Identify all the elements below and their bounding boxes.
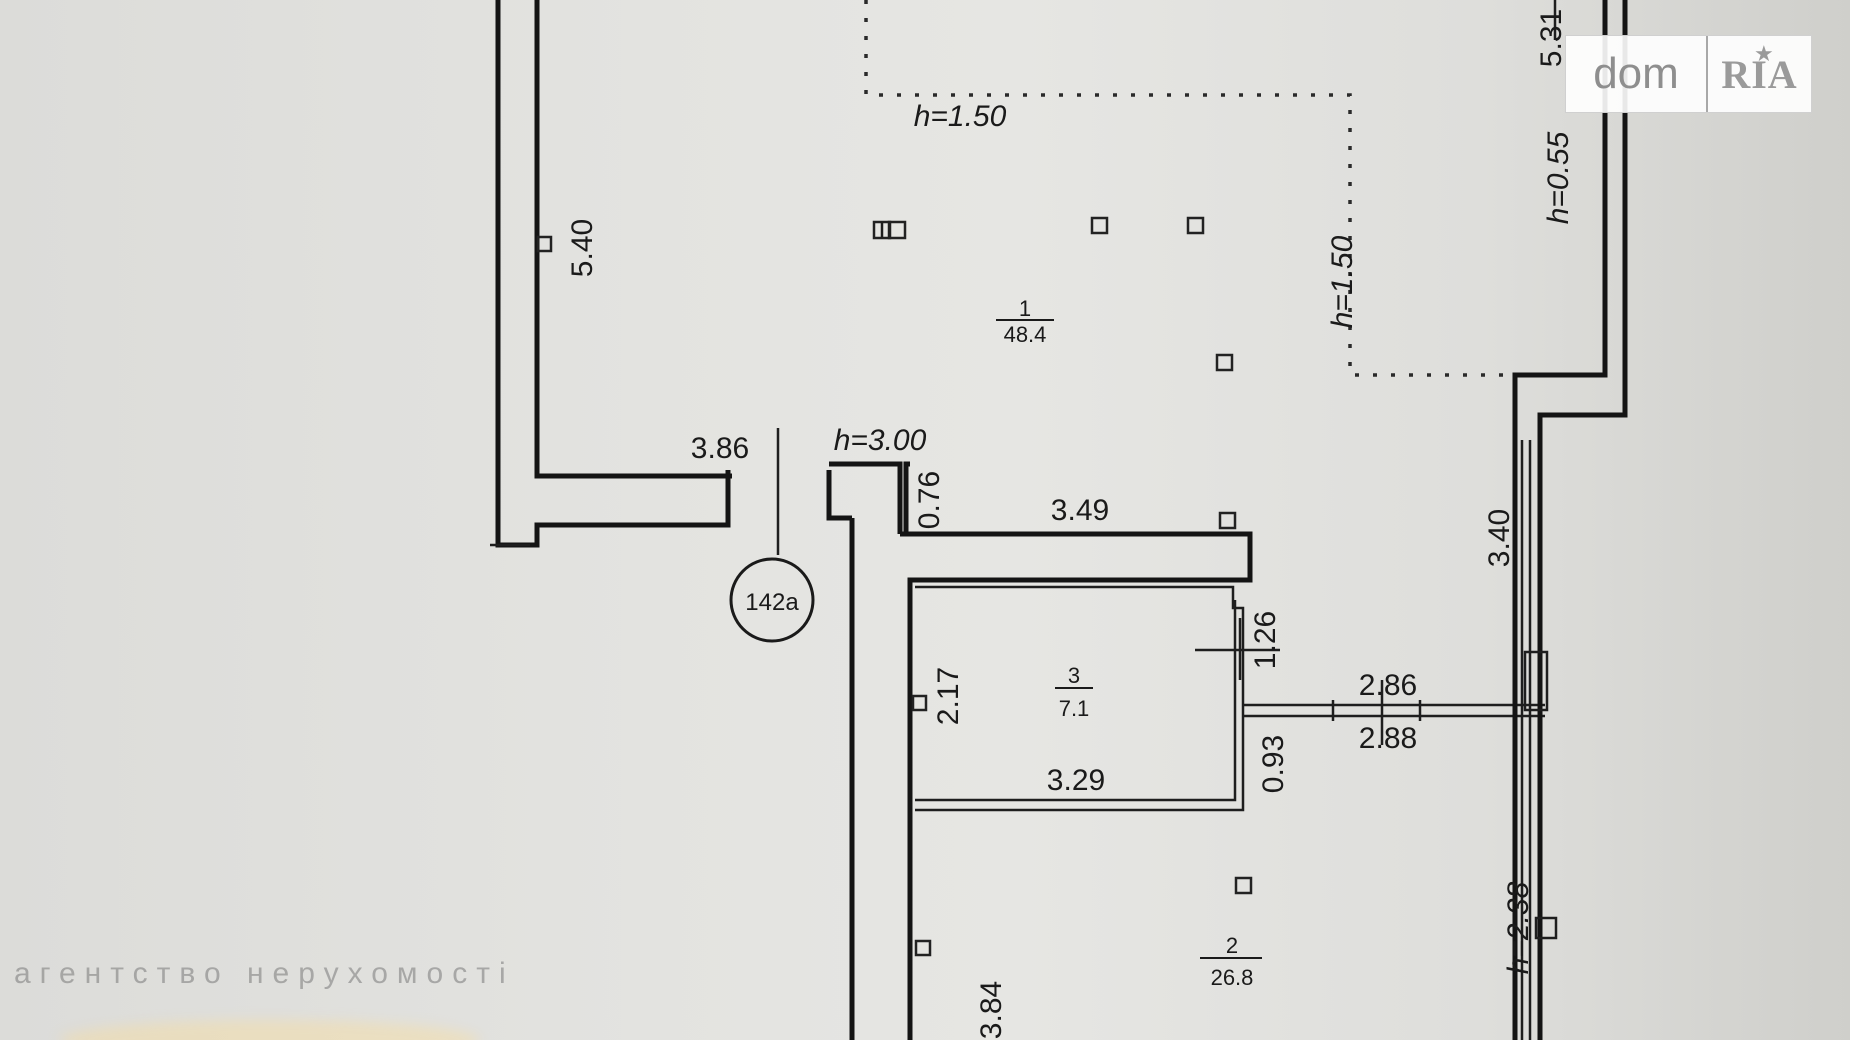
dim-h-1-50-side: h=1.50	[1326, 235, 1359, 328]
dim-3-84: 3.84	[975, 981, 1008, 1039]
dim-0-76: 0.76	[913, 471, 946, 529]
logo-dom-text: dom	[1566, 36, 1708, 112]
dim-2-88: 2.88	[1359, 722, 1417, 755]
room-2-number: 2	[1226, 933, 1238, 958]
dim-h-2-38: h=2.38	[1502, 881, 1535, 974]
section-circle	[729, 557, 815, 643]
dim-3-49: 3.49	[1051, 494, 1109, 527]
sockets	[536, 216, 1253, 957]
room-1-number: 1	[1019, 296, 1031, 321]
dim-3-86: 3.86	[691, 432, 749, 465]
dim-5-40: 5.40	[566, 219, 599, 277]
room-3-area: 7.1	[1059, 696, 1090, 721]
room-2-area: 26.8	[1211, 965, 1254, 990]
room-3-partition	[915, 585, 1545, 812]
room-1-area: 48.4	[1004, 322, 1047, 347]
door-opening	[826, 461, 903, 534]
dim-2-86: 2.86	[1359, 669, 1417, 702]
dim-3-29: 3.29	[1047, 764, 1105, 797]
dim-5-31: 5.31	[1535, 9, 1568, 67]
right-wall	[1512, 0, 1628, 1040]
dim-2-17: 2.17	[932, 667, 965, 725]
dim-h-3-00: h=3.00	[834, 424, 927, 457]
dim-3-40: 3.40	[1483, 509, 1516, 567]
dim-h-1-50-top: h=1.50	[914, 100, 1007, 133]
dim-1-26: 1.26	[1249, 611, 1282, 669]
room-2-label: 2 26.8	[1200, 933, 1262, 990]
room-1-label: 1 48.4	[996, 296, 1054, 347]
lowered-ceiling-outline	[864, 0, 1515, 377]
star-icon: ★	[1754, 42, 1774, 67]
agency-logo-fragment	[60, 1020, 480, 1040]
dim-0-93: 0.93	[1257, 735, 1290, 793]
logo-ria: ★ RIA	[1708, 36, 1811, 112]
corridor-wall	[849, 461, 1253, 1040]
section-label: 142a	[745, 589, 799, 616]
agency-watermark: агентство нерухомості	[14, 957, 515, 990]
room-3-number: 3	[1068, 663, 1080, 688]
domria-logo[interactable]: dom ★ RIA	[1565, 35, 1812, 113]
left-wall	[490, 0, 732, 548]
logo-ria-text: RIA	[1721, 51, 1798, 97]
room-3-label: 3 7.1	[1055, 663, 1093, 721]
dim-h-0-55: h=0.55	[1542, 131, 1575, 224]
section-marker	[729, 428, 815, 643]
